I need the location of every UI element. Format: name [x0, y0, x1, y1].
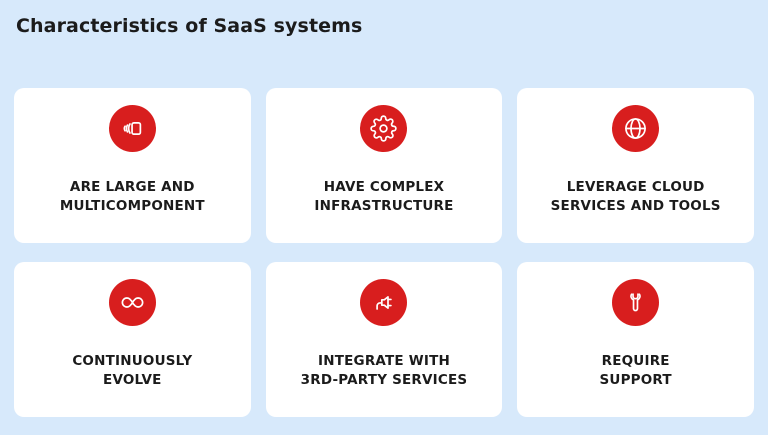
characteristic-card: CONTINUOUSLY EVOLVE: [14, 262, 251, 417]
globe-icon: [612, 105, 660, 152]
stacked-components-icon: [108, 105, 156, 152]
characteristic-card: REQUIRE SUPPORT: [517, 262, 754, 417]
card-label: INTEGRATE WITH 3RD-PARTY SERVICES: [300, 353, 468, 388]
wrench-icon: [612, 279, 660, 326]
card-label: HAVE COMPLEX INFRASTRUCTURE: [314, 179, 454, 214]
characteristic-card: HAVE COMPLEX INFRASTRUCTURE: [265, 88, 503, 243]
gear-icon: [360, 105, 408, 152]
card-label: CONTINUOUSLY EVOLVE: [72, 353, 193, 388]
plug-icon: [360, 279, 408, 326]
characteristic-card: INTEGRATE WITH 3RD-PARTY SERVICES: [265, 262, 503, 417]
card-label: ARE LARGE AND MULTICOMPONENT: [59, 179, 205, 214]
characteristic-card: LEVERAGE CLOUD SERVICES AND TOOLS: [517, 88, 754, 243]
infinity-icon: [108, 279, 156, 326]
page-title: Characteristics of SaaS systems: [16, 15, 363, 37]
cards-grid: ARE LARGE AND MULTICOMPONENT HAVE COMPLEX…: [14, 88, 754, 417]
characteristic-card: ARE LARGE AND MULTICOMPONENT: [14, 88, 251, 243]
card-label: LEVERAGE CLOUD SERVICES AND TOOLS: [550, 179, 721, 214]
card-label: REQUIRE SUPPORT: [599, 353, 672, 388]
